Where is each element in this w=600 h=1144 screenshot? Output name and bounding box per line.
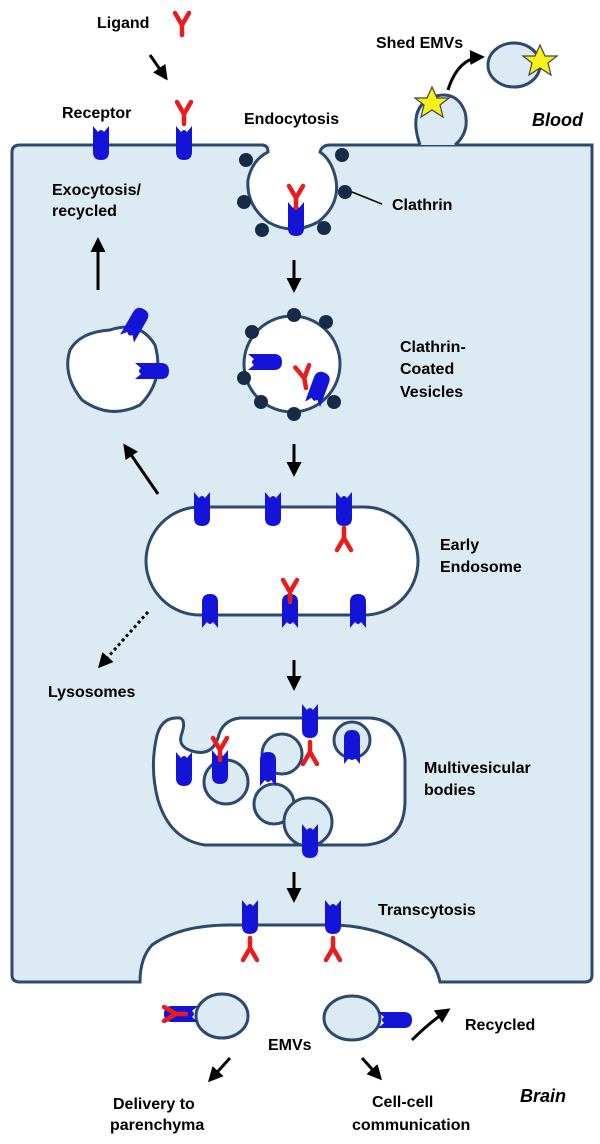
star-icon [413,85,451,119]
label-early-1: Early [440,537,479,554]
label-exocytosis-1: Exocytosis/ [52,182,141,199]
label-lysosomes: Lysosomes [48,684,136,701]
clathrin-pointer [351,191,383,205]
clathrin-dot-icon [287,407,301,421]
receptor-icon [176,126,192,160]
label-receptor: Receptor [62,105,131,122]
label-brain: Brain [520,1086,566,1106]
receptor-icon [176,752,192,786]
clathrin-dot-icon [319,315,333,329]
early-endosome [144,505,420,617]
clathrin-dot-icon [254,395,268,409]
ligand-icon [326,938,340,960]
receptor-icon [325,900,341,934]
label-cellcell-2: communication [352,1117,470,1134]
receptor-icon [202,594,218,628]
clathrin-dot-icon [239,153,253,167]
released-emv [322,994,382,1042]
receptor-icon [302,824,318,858]
star-icon [521,43,559,77]
receptor-icon [248,354,282,370]
clathrin-pit [237,148,352,237]
clathrin-dot-icon [245,325,259,339]
receptor-icon [378,1012,412,1028]
label-blood: Blood [532,110,584,130]
label-emvs: EMVs [268,1037,312,1054]
receptor-icon [93,126,109,160]
arrow-recycled [410,1008,451,1042]
label-ccv-1: Clathrin- [400,339,466,356]
label-ccv-3: Vesicles [400,384,463,401]
arrow-to-lysosomes [98,611,150,669]
arrow-to-shed-emv [446,50,485,91]
arrow-cell-cell [360,1056,383,1081]
ligand-icon [177,102,191,124]
label-early-2: Endosome [440,559,522,576]
arrow-ligand-down [148,54,168,81]
ccv-clathrin-dots [237,308,341,421]
receptor-icon [350,594,366,628]
receptor-icon [260,752,276,786]
receptor-icon [336,492,352,526]
label-mvb-1: Multivesicular [424,760,531,777]
label-ccv-2: Coated [400,361,454,378]
clathrin-dot-icon [287,308,301,322]
label-exocytosis-2: recycled [52,203,117,220]
label-shed-emvs: Shed EMVs [376,35,463,52]
clathrin-dot-icon [237,195,251,209]
receptor-icon [135,363,169,379]
ligand-icon [243,938,257,960]
label-ligand: Ligand [97,15,149,32]
label-endocytosis: Endocytosis [244,111,339,128]
label-mvb-2: bodies [424,782,476,799]
label-recycled: Recycled [465,1017,535,1034]
ligand-icon [175,13,189,35]
clathrin-dot-icon [255,223,269,237]
label-delivery-2: parenchyma [110,1117,204,1134]
label-clathrin: Clathrin [392,197,452,214]
clathrin-dot-icon [327,395,341,409]
released-emv [194,992,250,1040]
ligand-icon [289,186,303,208]
clathrin-dot-icon [338,185,352,199]
clathrin-dot-icon [317,221,331,235]
label-transcytosis: Transcytosis [378,902,476,919]
receptor-icon [265,492,281,526]
clathrin-dot-icon [237,371,251,385]
label-cellcell-1: Cell-cell [372,1094,433,1111]
receptor-icon [194,492,210,526]
recycling-vesicle [66,325,160,413]
receptor-icon [344,730,360,764]
label-delivery-1: Delivery to [113,1096,195,1113]
receptor-icon [242,900,258,934]
arrow-to-recycling-vesicle [123,443,160,495]
arrow-delivery [207,1056,232,1083]
clathrin-dot-icon [335,148,349,162]
receptor-icon [302,704,318,738]
